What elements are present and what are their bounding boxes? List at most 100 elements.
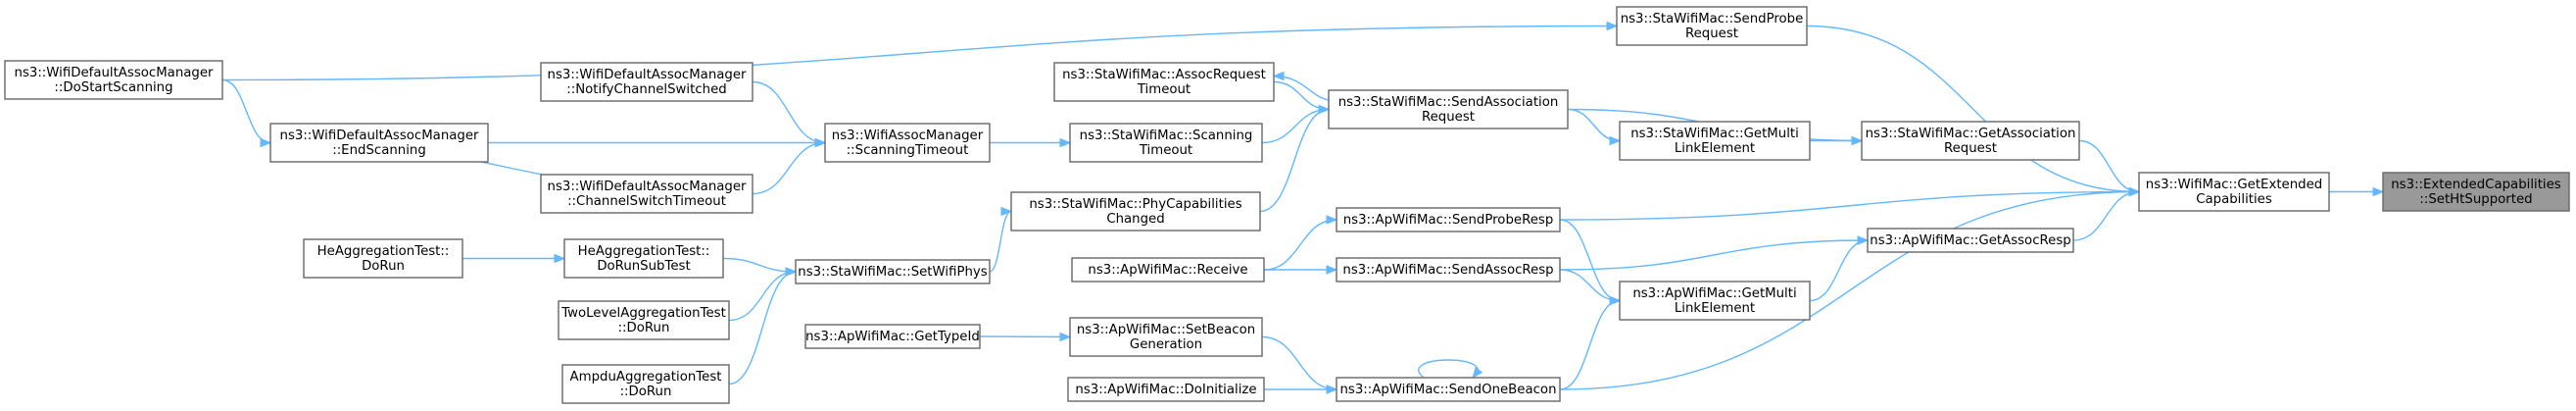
- node-sendonebeacon[interactable]: ns3::ApWifiMac::SendOneBeacon: [1336, 377, 1561, 402]
- node-label: ns3::WifiDefaultAssocManager: [548, 68, 747, 82]
- node-label: ns3::StaWifiMac::SetWifiPhys: [798, 265, 987, 280]
- node-endscanning[interactable]: ns3::WifiDefaultAssocManager::EndScannin…: [269, 123, 489, 163]
- node-sendassocresp[interactable]: ns3::ApWifiMac::SendAssocResp: [1336, 257, 1561, 283]
- node-setwifiphys[interactable]: ns3::StaWifiMac::SetWifiPhys: [795, 259, 991, 284]
- edge-sendproberesp-to-apGetMultiLink: [1559, 219, 1622, 306]
- node-gettypeid[interactable]: ns3::ApWifiMac::GetTypeId: [804, 324, 981, 349]
- node-box: [1616, 6, 1808, 46]
- node-assocmgr_scanningtimeout[interactable]: ns3::WifiAssocManager::ScanningTimeout: [824, 123, 991, 163]
- edge-arrowhead: [1000, 206, 1013, 217]
- edge-line: [1567, 108, 1621, 142]
- edge-line: [728, 271, 797, 322]
- node-label: Capabilities: [2196, 192, 2272, 207]
- node-box: [561, 364, 730, 404]
- node-scanningtimeout_sta[interactable]: ns3::StaWifiMac::ScanningTimeout: [1069, 123, 1263, 163]
- edge-arrowhead: [785, 267, 798, 277]
- node-box: [1069, 123, 1263, 163]
- node-box: [2138, 172, 2330, 212]
- edge-line: [221, 78, 271, 144]
- node-box: [1867, 228, 2074, 253]
- edge-sendprobereq-to-getext: [1806, 25, 2141, 197]
- node-he_dorun[interactable]: HeAggregationTest::DoRun: [303, 238, 463, 279]
- edge-arrowhead: [1609, 135, 1622, 146]
- edge-arrowhead: [1059, 332, 1072, 342]
- node-box: [540, 174, 753, 214]
- node-box: [2382, 172, 2570, 212]
- node-label: ::ScanningTimeout: [847, 143, 969, 158]
- node-label: ::DoRun: [618, 321, 670, 335]
- edge-phycapchanged-to-sendassocreq: [1259, 104, 1331, 213]
- node-label: ns3::ApWifiMac::SetBeacon: [1077, 323, 1255, 337]
- node-label: ::EndScanning: [332, 143, 426, 158]
- node-label: ns3::ApWifiMac::GetAssocResp: [1870, 233, 2070, 248]
- node-label: Request: [1422, 110, 1475, 125]
- node-doinitialize[interactable]: ns3::ApWifiMac::DoInitialize: [1067, 377, 1265, 402]
- edge-line: [1559, 269, 1621, 302]
- node-label: ::DoStartScanning: [54, 80, 172, 95]
- edge-arrowhead: [1326, 385, 1338, 394]
- node-twolevel_dorun[interactable]: TwoLevelAggregationTest::DoRun: [558, 300, 730, 340]
- node-label: ns3::WifiDefaultAssocManager: [15, 66, 214, 80]
- edge-line: [1559, 190, 2140, 221]
- edge-line: [1806, 25, 2140, 193]
- edge-line: [989, 210, 1012, 273]
- node-box: [1071, 257, 1265, 283]
- node-box: [1053, 62, 1275, 102]
- edge-getassocreq-to-getext: [2078, 139, 2141, 197]
- node-box: [1069, 317, 1263, 357]
- node-label: ns3::StaWifiMac::Scanning: [1080, 128, 1253, 143]
- edge-arrowhead: [1318, 104, 1331, 115]
- call-nodes: ns3::ExtendedCapabilities::SetHtSupporte…: [4, 6, 2570, 404]
- edge-dostartscanning-to-sendprobereq: [221, 21, 1619, 81]
- edge-arrowhead: [554, 253, 566, 264]
- edge-arrowhead: [814, 137, 827, 148]
- edge-receive-to-sendproberesp: [1263, 215, 1338, 271]
- edge-arrowhead: [2128, 186, 2141, 197]
- edge-line: [722, 257, 797, 273]
- node-notifychannelswitched[interactable]: ns3::WifiDefaultAssocManager::NotifyChan…: [540, 62, 753, 102]
- edge-assocmgr_scanningtimeout-to-scanningtimeout_sta: [989, 137, 1072, 148]
- node-root[interactable]: ns3::ExtendedCapabilities::SetHtSupporte…: [2382, 172, 2570, 212]
- edge-line: [1559, 219, 1621, 302]
- node-label: ns3::ApWifiMac::GetMulti: [1632, 286, 1796, 301]
- edge-he_dorun-to-he_dorunsubtest: [462, 253, 566, 264]
- edge-line: [1418, 359, 1479, 379]
- node-box: [1336, 207, 1561, 232]
- edge-line: [1263, 219, 1337, 271]
- edge-arrowhead: [2372, 186, 2385, 197]
- node-ampdu_dorun[interactable]: AmpduAggregationTest::DoRun: [561, 364, 730, 404]
- node-receive[interactable]: ns3::ApWifiMac::Receive: [1071, 257, 1265, 283]
- edge-line: [1559, 239, 1869, 271]
- edge-line: [1261, 108, 1330, 144]
- edge-line: [1261, 335, 1337, 390]
- edge-sendonebeacon-to-apGetMultiLink: [1559, 295, 1622, 390]
- edge-getext-to-root: [2329, 186, 2385, 197]
- edge-arrowhead: [1857, 235, 1870, 245]
- edge-notifychannelswitched-to-assocmgr_scanningtimeout: [752, 80, 827, 148]
- node-label: ns3::ApWifiMac::DoInitialize: [1075, 383, 1256, 397]
- node-channelswitchtimeout[interactable]: ns3::WifiDefaultAssocManager::ChannelSwi…: [540, 174, 753, 214]
- node-label: ns3::ApWifiMac::SendProbeResp: [1343, 213, 1554, 228]
- node-he_dorunsubtest[interactable]: HeAggregationTest::DoRunSubTest: [563, 238, 724, 279]
- edge-sendassocreq-to-assocreqtimeout: [1272, 71, 1330, 101]
- edge-sendproberesp-to-getext: [1559, 186, 2141, 221]
- edge-arrowhead: [1851, 135, 1864, 146]
- node-sendproberesp[interactable]: ns3::ApWifiMac::SendProbeResp: [1336, 207, 1561, 232]
- edge-sendonebeacon-to-getext: [1559, 186, 2141, 390]
- node-label: Timeout: [1137, 82, 1191, 97]
- node-getassocresp[interactable]: ns3::ApWifiMac::GetAssocResp: [1867, 228, 2074, 253]
- node-label: AmpduAggregationTest: [570, 370, 722, 385]
- node-dostartscanning[interactable]: ns3::WifiDefaultAssocManager::DoStartSca…: [4, 60, 223, 100]
- edge-arrowhead: [1606, 21, 1619, 31]
- node-label: LinkElement: [1675, 141, 1755, 156]
- edge-doinitialize-to-sendonebeacon: [1264, 385, 1338, 394]
